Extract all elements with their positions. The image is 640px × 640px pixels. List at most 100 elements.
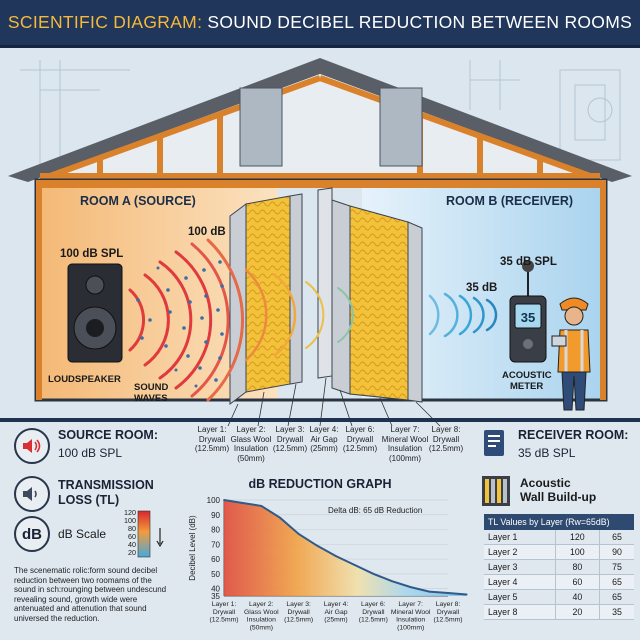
wall-layer-8-drywall (407, 221, 423, 403)
chart-points (223, 499, 468, 596)
chart-series-line (223, 499, 467, 596)
chart-annotation: Delta dB: 65 dB Reduction (328, 506, 422, 515)
y-tick-label: 70 (211, 540, 220, 549)
title-banner: SCIENTIFIC DIAGRAM: SOUND DECIBEL REDUCT… (0, 0, 640, 48)
data-point (428, 590, 431, 593)
receiver-room-title: RECEIVER ROOM: (518, 428, 629, 442)
receiver-room-block: RECEIVER ROOM: 35 dB SPL (480, 428, 628, 460)
y-tick-label: 60 (211, 555, 220, 564)
description-text: The scenematic rolic:form sound decibel … (14, 566, 167, 623)
data-point (409, 586, 412, 589)
blueprint-linework (20, 60, 621, 170)
layer-label-8: Layer 8:Drywall(12.5mm) (428, 425, 464, 454)
layer-label-1: Layer 1:Drywall(12.5mm) (194, 425, 230, 454)
title-prefix: SCIENTIFIC DIAGRAM: (7, 12, 203, 32)
receiver-wave-level: 35 dB (466, 282, 498, 294)
layer-label-4: Layer 4:Air Gap(25mm) (309, 425, 339, 454)
db-icon: dB (14, 516, 50, 552)
db-scale-block: dB dB Scale (14, 516, 106, 552)
receiver-spl-label: 35 dB SPL (500, 256, 557, 268)
data-point (372, 572, 375, 575)
receiver-room-value: 35 dB SPL (518, 446, 576, 460)
transmission-title-1: TRANSMISSION (58, 478, 154, 492)
right-stud (600, 180, 606, 400)
sound-particles (136, 260, 224, 388)
sound-waves-label-1: SOUND (134, 382, 169, 393)
wall-buildup-block: Acoustic Wall Build-up (480, 474, 596, 508)
y-tick-label: 100 (207, 496, 221, 505)
y-tick-label: 35 (211, 592, 220, 601)
db-scale-label: dB Scale (58, 527, 107, 541)
source-room-block: SOURCE ROOM: 100 dB SPL (14, 428, 158, 464)
chart-x-ticks: Layer 1:Drywall(12.5mm) Layer 2:Glass Woo… (209, 601, 462, 631)
wall-build-up (229, 187, 423, 405)
sound-waves-label-2: WAVES (134, 393, 168, 404)
data-point (316, 544, 319, 547)
house-cross-section: 35 (0, 48, 640, 427)
x-tick-label: Layer 8:Drywall(12.5mm) (433, 601, 462, 624)
info-panel-divider (0, 418, 640, 422)
tl-table-header: TL Values by Layer (Rw=65dB) (484, 514, 634, 530)
sound-waves-source (128, 238, 354, 402)
wall-buildup-title-1: Acoustic (520, 476, 571, 490)
data-point (447, 592, 449, 594)
db-scale-bar (137, 510, 164, 558)
left-stud (36, 180, 42, 400)
y-tick-label: 40 (211, 585, 220, 594)
chart-area-fill (224, 500, 467, 596)
meter-label-2: METER (510, 381, 544, 392)
x-tick-label: Layer 1:Drywall(12.5mm) (209, 601, 238, 624)
x-tick-label: Layer 3:Drywall(12.5mm) (284, 601, 313, 624)
room-a-title: ROOM A (SOURCE) (80, 194, 196, 208)
y-tick-label: 80 (211, 526, 220, 535)
meter-display-text: 35 (521, 310, 535, 325)
speaker-soft-icon (14, 476, 50, 512)
loudspeaker (67, 263, 123, 363)
acoustic-meter (509, 260, 547, 363)
data-point (260, 505, 263, 507)
data-point (353, 564, 356, 566)
wall-buildup-title-2: Wall Build-up (520, 490, 597, 504)
data-point (335, 555, 337, 558)
x-tick-label: Layer 4:Air Gap(25mm) (324, 601, 349, 624)
attic-space (40, 74, 600, 178)
y-tick-label: 90 (211, 511, 220, 520)
source-room-title: SOURCE ROOM: (58, 428, 158, 442)
transmission-title-2: LOSS (TL) (58, 493, 120, 507)
room-b-title: ROOM B (RECEIVER) (446, 194, 574, 208)
wall-layer-4-air-gap (317, 187, 333, 379)
engineer-figure (551, 297, 591, 411)
source-spl-label: 100 dB SPL (60, 248, 124, 260)
data-point (241, 502, 244, 504)
meter-label-1: ACOUSTIC (502, 370, 552, 381)
speaker-loud-icon (14, 428, 50, 464)
layer-label-6: Layer 6:Drywall(12.5mm) (342, 425, 378, 454)
chart-title: dB REDUCTION GRAPH (248, 477, 392, 491)
attic-panel-left (239, 87, 283, 167)
ceiling-joist (36, 180, 606, 188)
data-point (297, 533, 300, 535)
sound-waves-receiver (428, 292, 498, 338)
attic-panel-right (379, 87, 423, 167)
source-room-value: 100 dB SPL (58, 446, 123, 460)
wall-layer-3-drywall (289, 193, 303, 385)
page-title: SCIENTIFIC DIAGRAM: SOUND DECIBEL REDUCT… (8, 12, 632, 33)
source-wave-level: 100 dB (188, 226, 226, 238)
wall-layer-1-drywall (229, 203, 247, 405)
data-point (279, 516, 281, 519)
wall-layer-7-mineral-wool (349, 205, 409, 401)
y-tick-label: 50 (211, 570, 220, 579)
